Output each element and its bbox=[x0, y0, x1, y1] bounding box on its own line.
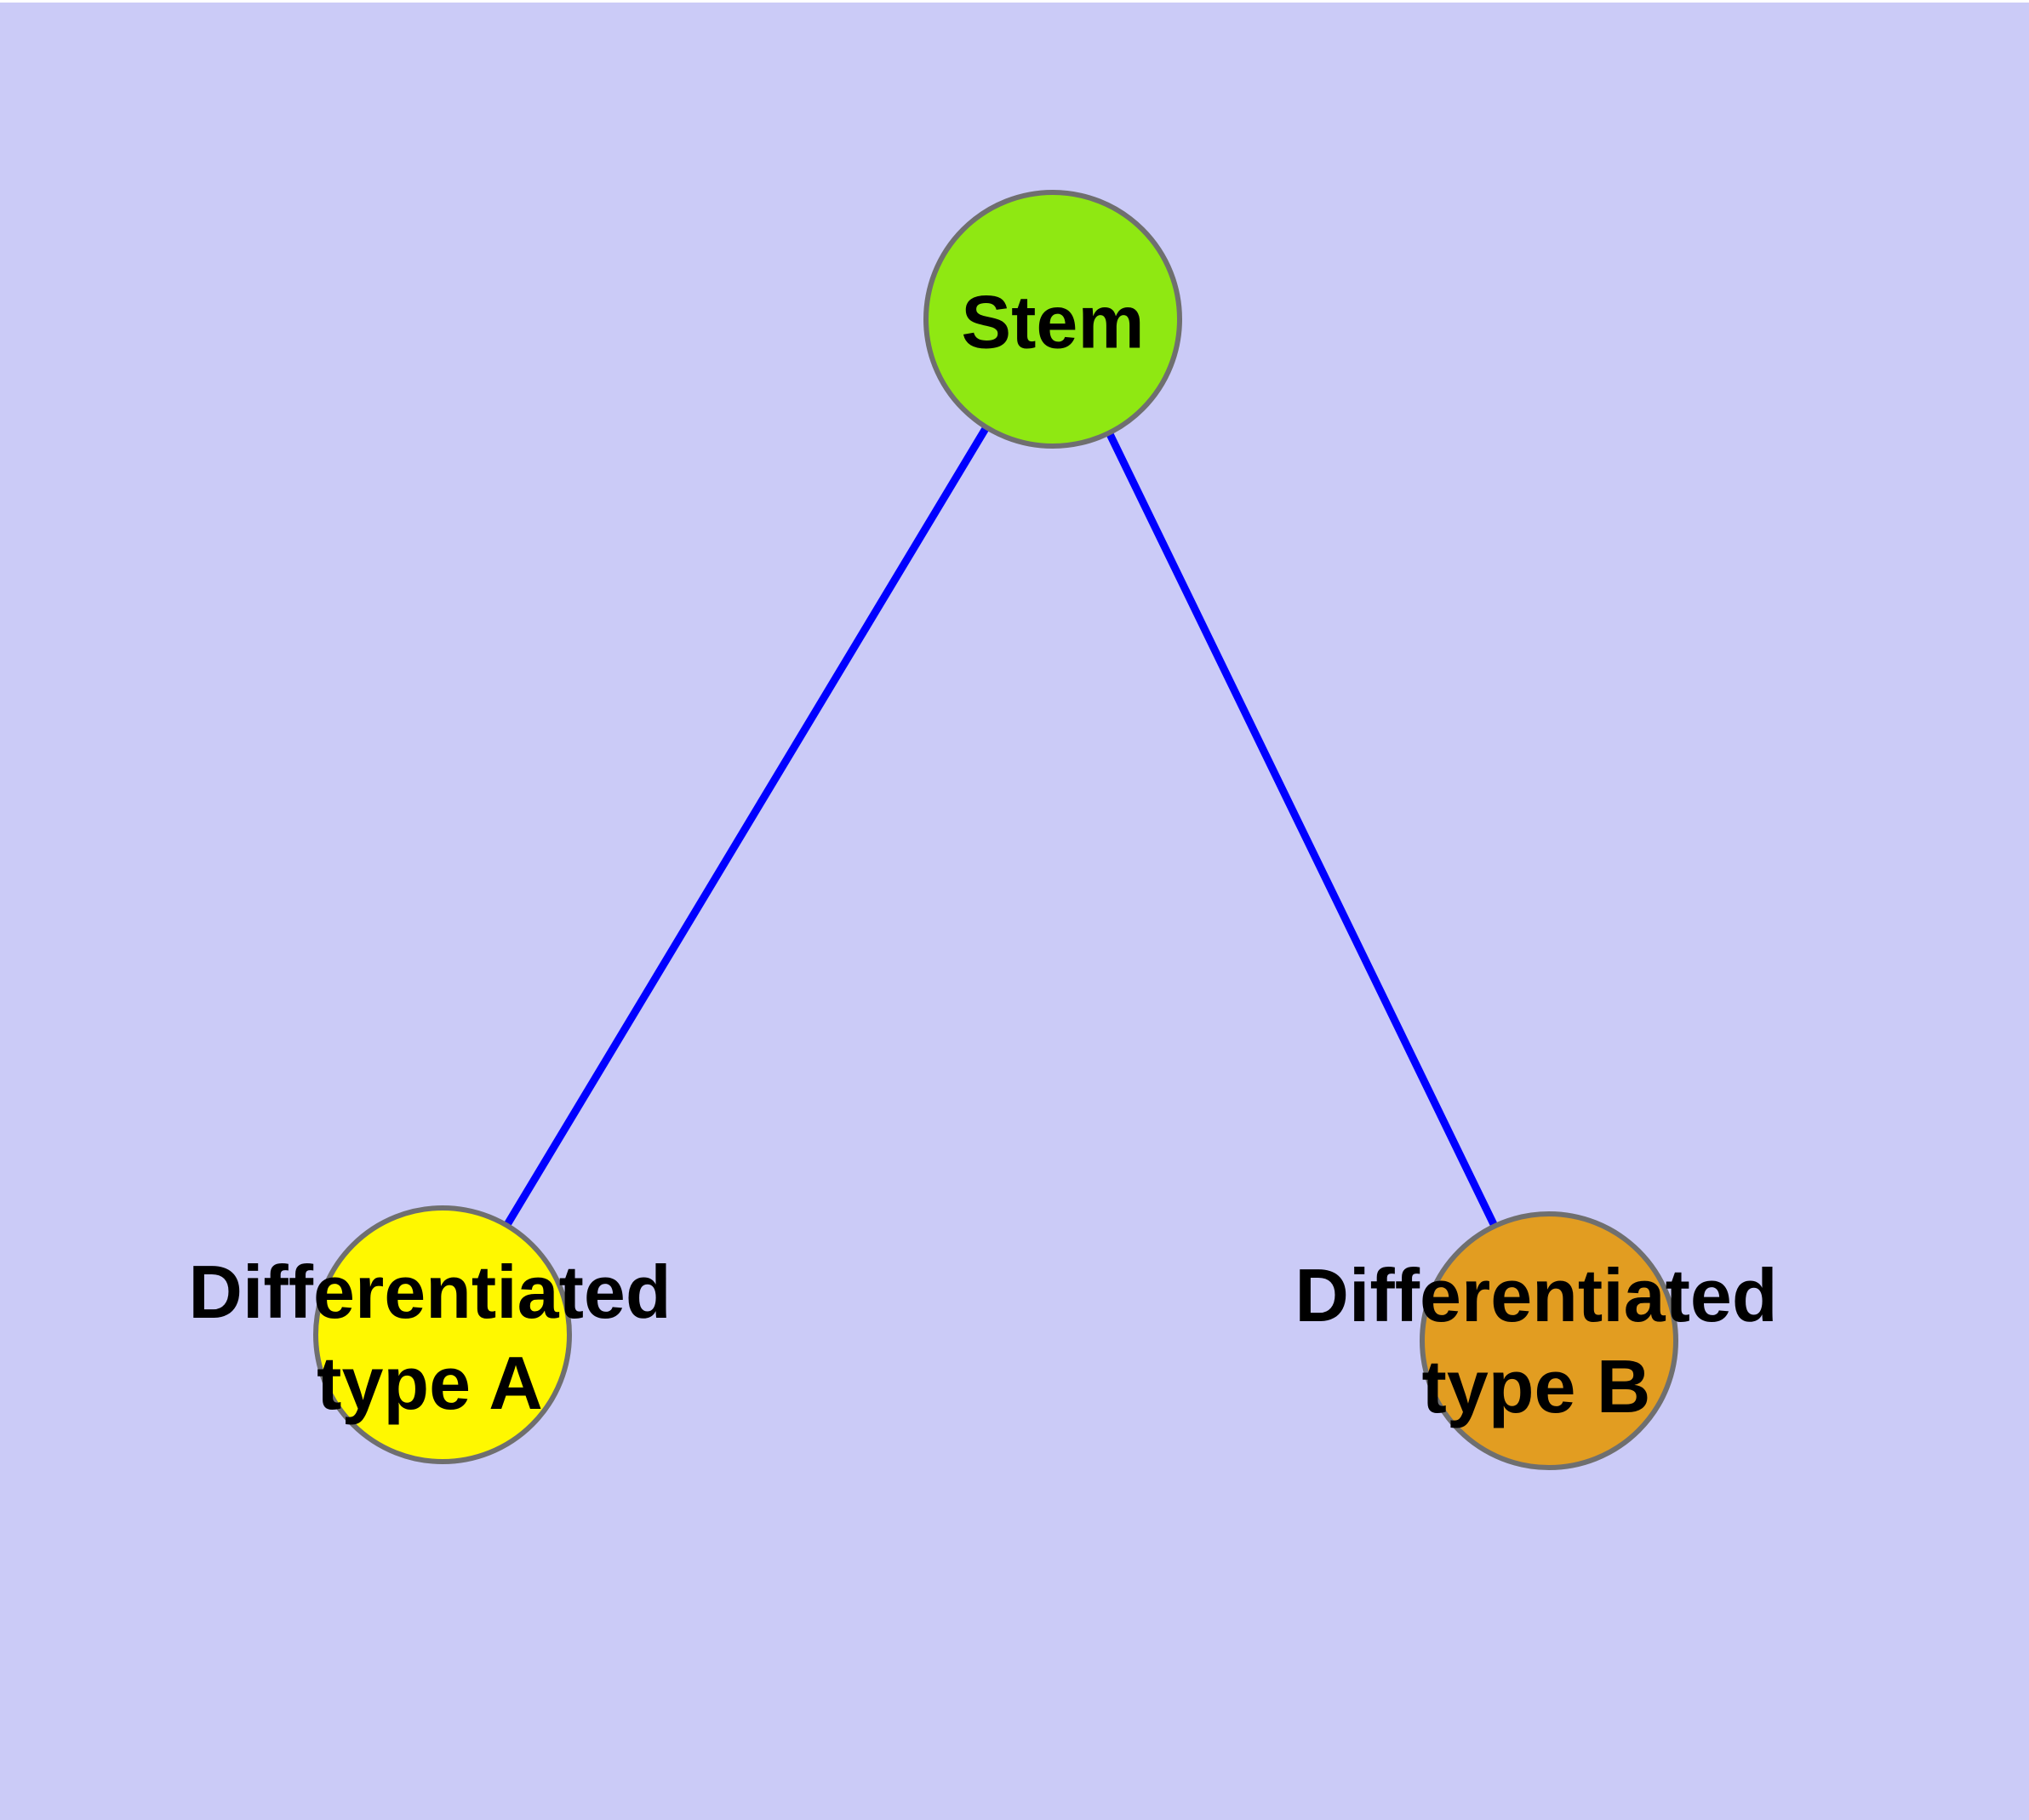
node-differentiated-type-a[interactable] bbox=[313, 1205, 572, 1464]
node-stem-label-text: Stem bbox=[961, 279, 1145, 364]
edge-stem-to-type-b bbox=[1049, 315, 1553, 1340]
diagram-background: Stem Differentiated type A Differentiate… bbox=[0, 3, 2029, 1820]
node-type-a-label: Differentiated type A bbox=[188, 1246, 671, 1428]
node-type-b-label: Differentiated type B bbox=[1295, 1250, 1777, 1432]
node-differentiated-type-b[interactable] bbox=[1420, 1211, 1678, 1470]
node-type-a-label-line2: type A bbox=[317, 1341, 543, 1425]
node-stem[interactable] bbox=[923, 190, 1182, 449]
node-type-b-label-line2: type B bbox=[1421, 1344, 1651, 1428]
node-stem-label: Stem bbox=[961, 277, 1144, 368]
edge-stem-to-type-a bbox=[439, 314, 1056, 1335]
node-type-b-label-line1: Differentiated bbox=[1295, 1253, 1778, 1337]
edges-layer bbox=[439, 314, 1553, 1340]
node-type-a-label-line1: Differentiated bbox=[188, 1250, 672, 1334]
